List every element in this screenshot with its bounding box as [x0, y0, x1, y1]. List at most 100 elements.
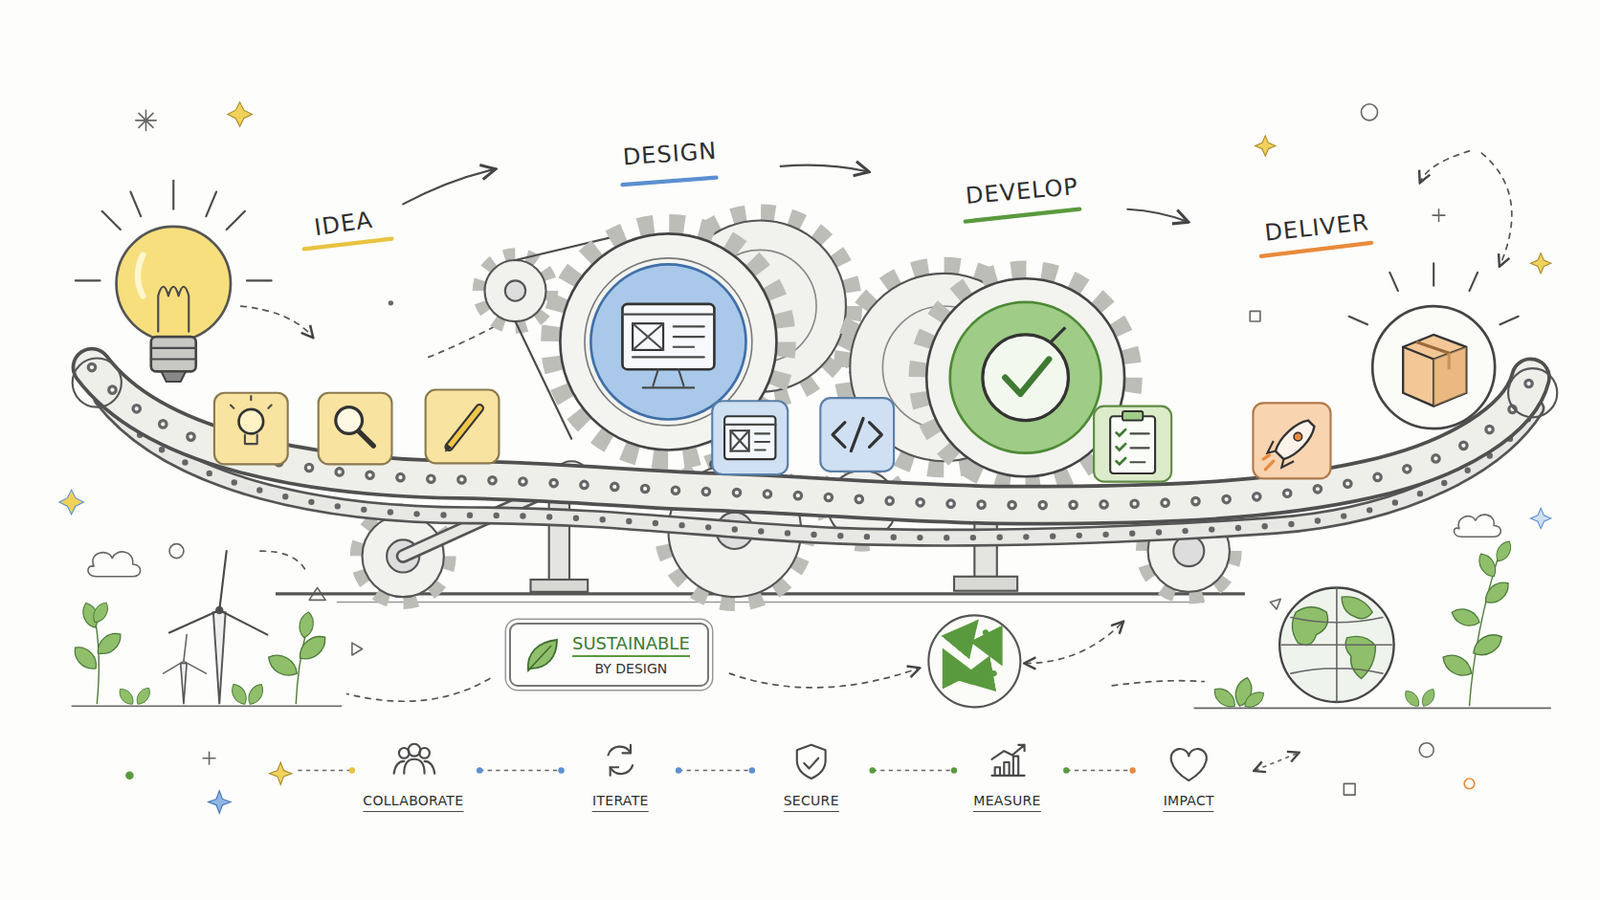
conveyor-belt-part — [91, 367, 1532, 506]
value-row-part-part — [803, 758, 819, 770]
badge-subtext: BY DESIGN — [594, 661, 667, 677]
value-label: ITERATE — [592, 793, 649, 813]
right-scenery-part — [1194, 708, 1552, 711]
idea-tiles-part — [444, 444, 452, 453]
sky-decoration-part — [1255, 135, 1276, 156]
left-scenery-part — [71, 705, 343, 708]
right-scenery-part-part — [1468, 629, 1506, 661]
sky-decoration-part — [1453, 514, 1501, 537]
right-scenery — [1111, 538, 1552, 712]
stage-arrows-part — [241, 306, 313, 337]
value-row-part-part — [610, 745, 631, 777]
sky-decoration-part — [135, 110, 156, 131]
value-label: MEASURE — [973, 793, 1041, 813]
deliver-tile-part — [1252, 402, 1331, 479]
sky-decoration — [59, 102, 1552, 796]
lightbulb-part — [157, 287, 189, 333]
stage-label: IDEA — [312, 205, 375, 241]
right-scenery-part — [1279, 588, 1394, 703]
design-gear-part — [590, 264, 746, 420]
left-scenery-part-part — [89, 600, 112, 626]
sky-decoration-part — [125, 772, 134, 781]
delivery-box-part — [1402, 347, 1467, 407]
design-tiles-part — [711, 400, 788, 475]
back-gears-part — [505, 280, 526, 301]
sky-decoration-part — [309, 588, 1281, 656]
delivery-box-part — [1372, 306, 1495, 429]
conveyor-belt-part — [91, 367, 1532, 506]
back-gears-part — [478, 254, 553, 329]
stage-arrows-part — [260, 551, 307, 572]
stage-arrows-part — [402, 169, 494, 204]
stage-label: DEVELOP — [964, 173, 1080, 210]
left-scenery-part-part — [92, 628, 126, 660]
deliver-tile-part — [1275, 421, 1315, 461]
develop-tile-part — [1130, 433, 1149, 463]
value-label: IMPACT — [1163, 793, 1215, 813]
right-scenery-part — [1345, 636, 1376, 679]
left-scenery-part-part — [297, 611, 316, 640]
value-row-part-part — [991, 745, 1024, 777]
idea-tiles-part — [318, 393, 393, 466]
sky-decoration-part — [59, 489, 85, 515]
recycle-symbol — [347, 615, 1123, 708]
right-scenery-part-part — [1439, 649, 1476, 681]
right-scenery-part-part — [1449, 605, 1483, 630]
left-scenery-part-part — [133, 685, 154, 708]
recycle-symbol-part-part — [958, 630, 970, 644]
right-scenery-part-part — [1419, 687, 1438, 710]
right-scenery-part-part — [1480, 577, 1513, 609]
recycle-symbol-part-part — [949, 661, 958, 678]
machine-frame-part — [530, 579, 588, 593]
left-scenery-part — [180, 663, 187, 705]
design-tiles-part — [820, 398, 894, 472]
left-scenery-part — [69, 600, 331, 709]
lightbulb — [75, 180, 272, 382]
badge-text-column: SUSTAINABLEBY DESIGN — [572, 633, 690, 677]
recycle-symbol-part — [928, 615, 1021, 708]
design-tiles-part — [730, 430, 770, 451]
left-scenery — [69, 551, 342, 708]
back-gears-part — [485, 260, 547, 322]
design-tiles-part — [724, 423, 776, 426]
idea-tiles-part — [448, 408, 480, 448]
stage-arrows-part — [1481, 153, 1512, 266]
left-scenery-part-part — [115, 686, 136, 708]
design-tiles-part — [832, 418, 882, 451]
badge-box: SUSTAINABLEBY DESIGN — [509, 622, 710, 688]
idea-tiles-part — [239, 409, 265, 435]
idea-tiles-part — [214, 393, 289, 466]
sky-decoration-part — [1249, 311, 1261, 322]
recycle-symbol-part-part — [971, 673, 994, 678]
value-row-part-part — [1171, 749, 1207, 781]
lightbulb-part — [137, 255, 143, 297]
conveyor-belt — [72, 357, 1558, 538]
stage-underlines-part — [965, 209, 1080, 223]
recycle-symbol-part-part — [985, 632, 997, 653]
lightbulb-part — [160, 371, 186, 382]
sky-decoration-part — [169, 544, 184, 559]
right-scenery-part — [1281, 588, 1392, 703]
develop-gear-part — [950, 302, 1102, 454]
deliver-tile-part — [1293, 432, 1303, 442]
left-scenery-part-part — [264, 649, 301, 681]
left-scenery-part — [213, 612, 226, 705]
develop-gear-part — [982, 334, 1069, 422]
develop-gear-part — [1004, 359, 1049, 395]
left-scenery-part — [169, 551, 267, 635]
sky-decoration-part — [1419, 743, 1434, 758]
sky-decoration-part-part — [135, 110, 156, 131]
conveyor-belt-part — [91, 367, 1532, 506]
deliver-tile — [1252, 402, 1331, 479]
left-scenery-part-part — [69, 642, 102, 674]
left-scenery-part — [163, 635, 207, 675]
idea-tiles-part — [358, 431, 374, 446]
value-label: COLLABORATE — [362, 793, 464, 813]
value-row-part — [869, 767, 876, 774]
value-row-part — [476, 767, 483, 774]
value-row-part — [1063, 767, 1069, 774]
develop-tile-part-part — [1116, 429, 1127, 465]
left-scenery-part-part — [228, 681, 251, 708]
value-row-part — [394, 744, 1207, 781]
